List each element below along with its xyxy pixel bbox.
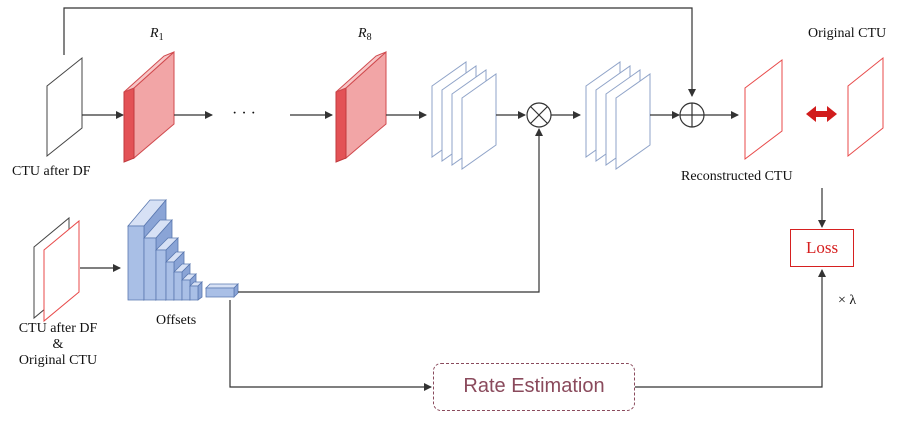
offsets-label: Offsets — [156, 313, 197, 328]
input-ctu-frame-red — [43, 219, 80, 323]
input-ctu-frame — [46, 56, 83, 158]
dots-label: · · · — [232, 105, 256, 122]
arrow-offsets-to-multiply — [238, 128, 543, 293]
original-ctu-bottom-label: Original CTU — [18, 353, 98, 368]
ampersand-label: & — [52, 337, 64, 352]
r1-label: R1 — [150, 26, 164, 43]
feature-stack-1 — [431, 61, 497, 170]
offset-network — [127, 198, 239, 302]
arrow-rate-to-loss — [635, 269, 826, 388]
lambda-label: × λ — [838, 293, 857, 308]
rate-estimation-box: Rate Estimation — [433, 363, 635, 411]
original-ctu-frame — [847, 56, 884, 158]
r1-block — [123, 50, 175, 163]
ctu-after-df-label: CTU after DF — [12, 164, 91, 179]
circled-plus-icon — [679, 102, 705, 128]
r8-label: R8 — [358, 26, 372, 43]
reconstructed-ctu-label: Reconstructed CTU — [681, 169, 793, 184]
loss-box: Loss — [790, 229, 854, 267]
circled-times-icon — [526, 102, 552, 128]
double-arrow-icon — [806, 106, 837, 122]
original-ctu-top-label: Original CTU — [808, 26, 887, 41]
ctu-after-df-label-2: CTU after DF — [18, 321, 98, 336]
reconstructed-ctu-frame — [744, 58, 783, 161]
skip-connection-line — [63, 7, 696, 97]
arrow-offsets-to-rate — [229, 300, 432, 391]
feature-stack-2 — [585, 61, 651, 170]
r8-block — [335, 50, 387, 163]
